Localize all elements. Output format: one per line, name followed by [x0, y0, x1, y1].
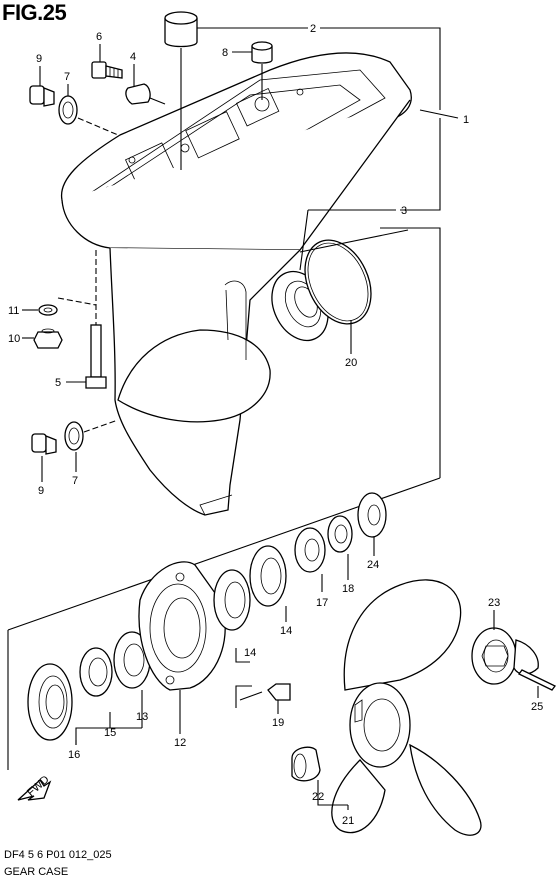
- bolt-part-6[interactable]: [91, 61, 123, 79]
- washer-part-11[interactable]: [38, 297, 97, 316]
- callout-8: 8: [222, 47, 228, 59]
- callout-11: 11: [8, 305, 19, 317]
- bearing-part-16[interactable]: [27, 663, 73, 741]
- callout-14-lower: 14: [244, 647, 256, 659]
- callout-10: 10: [8, 333, 20, 345]
- bushing-part-2[interactable]: [164, 11, 198, 170]
- callout-9-top: 9: [36, 53, 42, 65]
- callout-3: 3: [401, 205, 407, 217]
- callout-7-bottom: 7: [72, 475, 78, 487]
- drain-plug-part-9-top[interactable]: [29, 85, 55, 107]
- callout-2: 2: [310, 23, 316, 35]
- leader-lines: [22, 27, 539, 810]
- callout-20: 20: [345, 357, 357, 369]
- bolt-part-5[interactable]: [85, 250, 107, 389]
- callout-25: 25: [531, 701, 543, 713]
- bushing-part-8[interactable]: [251, 41, 273, 100]
- pin-part-4[interactable]: [125, 83, 166, 105]
- callout-24: 24: [367, 559, 379, 571]
- diagram-caption: GEAR CASE: [4, 866, 69, 878]
- nut-part-10[interactable]: [33, 328, 63, 349]
- bolt-part-19[interactable]: [239, 683, 291, 701]
- drain-plug-part-9-bottom[interactable]: [31, 433, 57, 455]
- bearing-housing-part-12[interactable]: [138, 561, 226, 691]
- callout-5: 5: [55, 377, 61, 389]
- spacer-part-17[interactable]: [294, 527, 326, 573]
- o-ring-part-20[interactable]: [292, 229, 384, 334]
- oil-seal-part-15[interactable]: [79, 647, 113, 697]
- callout-13: 13: [136, 711, 148, 723]
- bearing-part-14-b[interactable]: [249, 545, 287, 607]
- callout-4: 4: [130, 51, 136, 63]
- callout-17: 17: [316, 597, 328, 609]
- propeller-part-21[interactable]: [331, 579, 482, 836]
- callout-9-bottom: 9: [38, 485, 44, 497]
- callout-16: 16: [68, 749, 80, 761]
- thrust-bushing-part-24[interactable]: [357, 492, 387, 538]
- bearing-part-14-a[interactable]: [213, 569, 251, 631]
- propeller-nut-part-23[interactable]: [471, 627, 539, 685]
- spacer-part-22[interactable]: [291, 746, 321, 782]
- callout-12: 12: [174, 737, 186, 749]
- callout-21: 21: [342, 815, 354, 827]
- washer-part-18[interactable]: [327, 515, 353, 553]
- callout-23: 23: [488, 597, 500, 609]
- forward-direction-arrow: FWD: [17, 773, 52, 801]
- callout-1: 1: [463, 114, 469, 126]
- drawing-code: DF4 5 6 P01 012_025: [4, 849, 112, 861]
- gasket-part-7-top[interactable]: [58, 95, 119, 136]
- figure-title: FIG.25: [2, 0, 67, 25]
- callout-7-top: 7: [64, 71, 70, 83]
- gear-case-housing[interactable]: [60, 52, 412, 516]
- gasket-part-7-bottom[interactable]: [64, 419, 119, 451]
- callout-15: 15: [104, 727, 116, 739]
- cotter-pin-part-25[interactable]: [518, 669, 556, 691]
- callout-18: 18: [342, 583, 354, 595]
- callout-19: 19: [272, 717, 284, 729]
- callout-22: 22: [312, 791, 324, 803]
- callout-6: 6: [96, 31, 102, 43]
- callout-14-upper: 14: [280, 625, 292, 637]
